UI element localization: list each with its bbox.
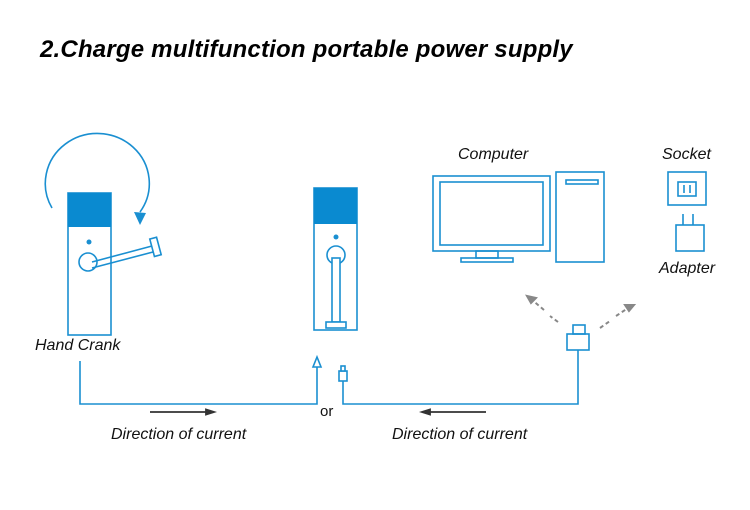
rotation-arrow-icon [44,132,151,213]
input-arrowhead-icon [311,354,323,368]
crank-knob [148,236,163,258]
micro-usb-plug-icon [338,370,348,382]
socket-label: Socket [662,146,711,163]
indicator-light [333,234,339,240]
computer-label: Computer [458,146,529,163]
computer-icon [432,171,605,263]
monitor [432,175,551,252]
source-arrows [525,294,637,329]
indicator-light [86,239,92,245]
crank-hub [78,252,98,272]
direction-arrows [150,408,486,416]
left-wire [79,361,318,405]
folded-crank-arm [331,257,341,323]
direction-label-left: Direction of current [111,426,247,443]
pc-tower [555,171,605,263]
current-path [79,350,579,405]
rotation-arrowhead-icon [134,212,146,225]
right-wire [342,350,579,405]
adapter-label: Adapter [659,260,716,277]
power-bank-folded [313,187,358,331]
hand-crank-device [44,132,163,336]
socket-icon [667,171,707,206]
direction-label-right: Direction of current [392,426,528,443]
usb-plug-icon [566,324,590,351]
power-bank-cap [314,188,357,224]
page-title: 2.Charge multifunction portable power su… [40,36,573,63]
or-label: or [320,403,334,420]
adapter-icon [675,214,705,252]
folded-crank-base [325,321,347,329]
hand-crank-label: Hand Crank [35,337,121,354]
monitor-stand [460,257,514,263]
power-bank-cap [68,193,111,227]
